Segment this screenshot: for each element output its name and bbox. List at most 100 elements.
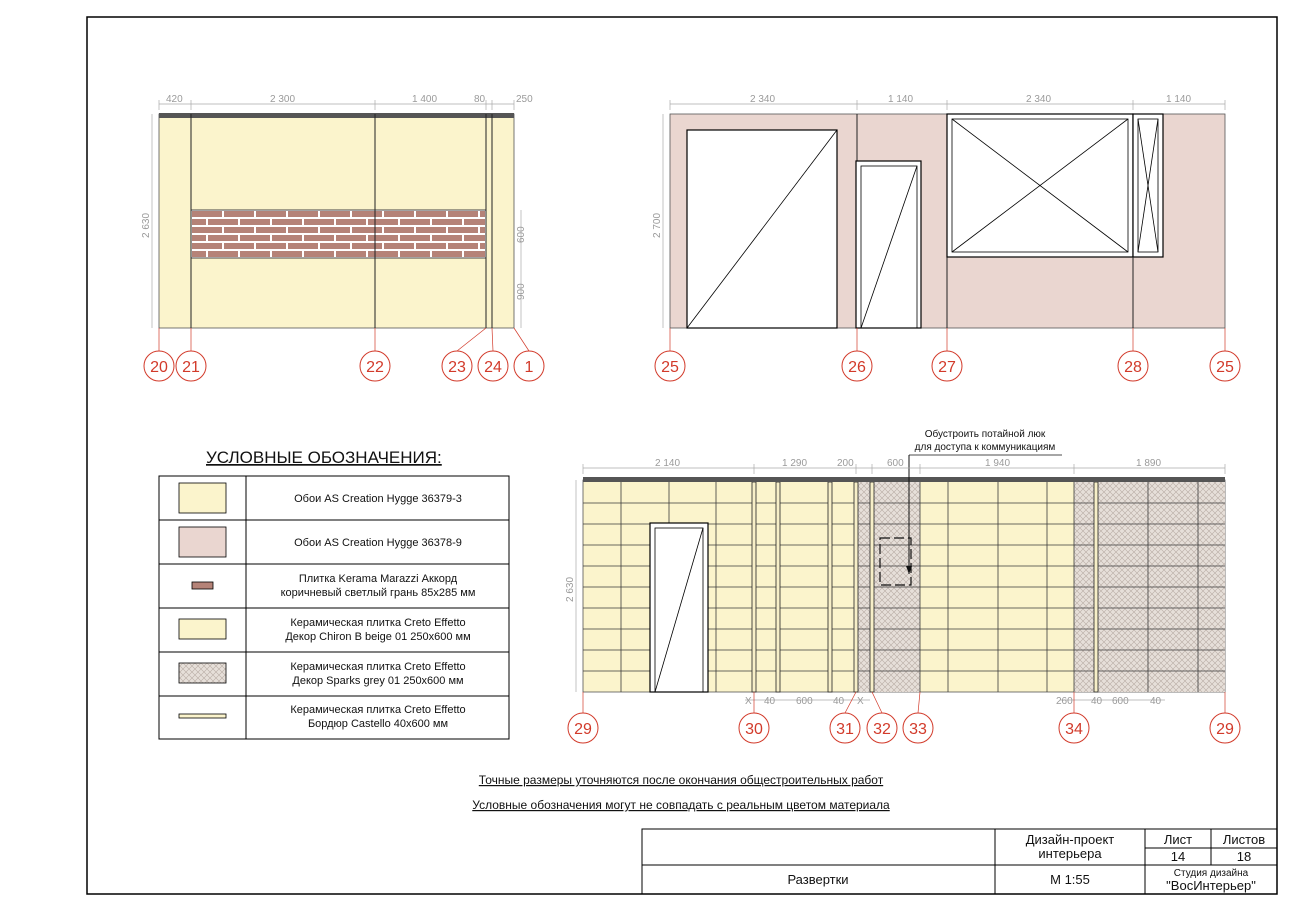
svg-text:22: 22 — [366, 359, 384, 376]
dim-a-5: 250 — [516, 94, 533, 105]
axis-c-33: 33 — [902, 691, 934, 744]
door-c — [649, 522, 709, 693]
svg-text:29: 29 — [1216, 721, 1234, 738]
legend-text-4a: Керамическая плитка Creto Effetto — [290, 617, 465, 629]
tb-sheet-label: Лист — [1164, 832, 1192, 847]
axis-c-31: 31 — [829, 691, 861, 744]
tb-sheet-value: 14 — [1171, 849, 1185, 864]
tb-project-2: интерьера — [1038, 846, 1102, 861]
tb-studio-2: "ВосИнтерьер" — [1166, 878, 1256, 893]
svg-text:25: 25 — [661, 359, 679, 376]
tb-scale: М 1:55 — [1050, 872, 1090, 887]
dim-c-b-7: 40 — [1091, 696, 1103, 707]
dim-c-b-2: 40 — [764, 696, 776, 707]
wall-c-grey-1 — [856, 480, 920, 692]
swatch-border-strip — [178, 713, 227, 719]
axis-c-29-left: 29 — [567, 692, 599, 744]
dim-a-height: 2 630 — [141, 213, 152, 238]
swatch-wallpaper-yellow — [178, 482, 227, 514]
swatch-grey-tile — [178, 662, 227, 684]
dim-c-b-1: X — [745, 696, 752, 707]
axis-a-21: 21 — [175, 328, 207, 382]
axis-a-1: 1 — [513, 327, 545, 382]
svg-text:29: 29 — [574, 721, 592, 738]
dim-c-5: 1 940 — [985, 458, 1010, 469]
dim-b-3: 2 340 — [1026, 94, 1051, 105]
legend-title: УСЛОВНЫЕ ОБОЗНАЧЕНИЯ: — [206, 448, 442, 467]
dim-c-2: 1 290 — [782, 458, 807, 469]
axis-b-28: 28 — [1117, 328, 1149, 382]
tb-project-1: Дизайн-проект — [1026, 832, 1115, 847]
wall-c-grey-2 — [1074, 480, 1225, 692]
svg-text:27: 27 — [938, 359, 956, 376]
svg-text:20: 20 — [150, 359, 168, 376]
legend-text-3a: Плитка Kerama Marazzi Аккорд — [299, 573, 458, 585]
dim-c-4: 600 — [887, 458, 904, 469]
dim-c-b-8: 600 — [1112, 696, 1129, 707]
axis-a-22: 22 — [359, 328, 391, 382]
dim-c-b-3: 600 — [796, 696, 813, 707]
note-1: Точные размеры уточняются после окончани… — [479, 773, 884, 787]
dim-c-b-5: X — [857, 696, 864, 707]
axis-b-25-right: 25 — [1209, 328, 1241, 382]
wall-a-top-band — [159, 113, 514, 118]
legend-text-3b: коричневый светлый грань 85х285 мм — [281, 587, 476, 599]
dim-a-right-1: 600 — [516, 226, 527, 243]
axis-a-24: 24 — [477, 327, 509, 382]
dim-a-4: 80 — [474, 94, 486, 105]
svg-text:30: 30 — [745, 721, 763, 738]
hidden-hatch — [879, 537, 912, 586]
axis-b-26: 26 — [841, 328, 873, 382]
dim-c-3: 200 — [837, 458, 854, 469]
dim-a-2: 2 300 — [270, 94, 295, 105]
tb-sheet-name: Развертки — [787, 872, 848, 887]
svg-text:34: 34 — [1065, 721, 1083, 738]
dim-a-1: 420 — [166, 94, 183, 105]
elevation-b: 2 340 1 140 2 340 1 140 2 700 25 26 27 2… — [652, 94, 1241, 382]
title-block: Дизайн-проект интерьера Лист Листов 14 1… — [641, 828, 1278, 895]
svg-text:28: 28 — [1124, 359, 1142, 376]
svg-text:32: 32 — [873, 721, 891, 738]
svg-text:1: 1 — [525, 359, 534, 376]
dim-c-b-9: 40 — [1150, 696, 1162, 707]
dim-a-3: 1 400 — [412, 94, 437, 105]
svg-text:33: 33 — [909, 721, 927, 738]
dim-a-right-2: 900 — [516, 283, 527, 300]
wall-c-top-band — [583, 477, 1225, 482]
legend-text-6a: Керамическая плитка Creto Effetto — [290, 704, 465, 716]
hatch-note-1: Обустроить потайной люк — [925, 428, 1046, 440]
legend-text-6b: Бордюр Castello 40x600 мм — [308, 718, 448, 730]
tb-sheets-label: Листов — [1223, 832, 1265, 847]
legend-text-2: Обои AS Creation Hygge 36378-9 — [294, 537, 462, 549]
dim-c-1: 2 140 — [655, 458, 680, 469]
tb-studio-1: Студия дизайна — [1174, 868, 1249, 879]
dim-c-6: 1 890 — [1136, 458, 1161, 469]
legend: УСЛОВНЫЕ ОБОЗНАЧЕНИЯ: Обои AS Creation H… — [158, 448, 510, 740]
dim-b-4: 1 140 — [1166, 94, 1191, 105]
axis-b-25-left: 25 — [654, 328, 686, 382]
dim-c-b-6: 260 — [1056, 696, 1073, 707]
brick-band — [191, 209, 486, 259]
dim-b-height: 2 700 — [652, 213, 663, 238]
elevation-a: 420 2 300 1 400 80 250 2 630 600 900 20 … — [141, 94, 545, 382]
dim-b-2: 1 140 — [888, 94, 913, 105]
elevation-c: Обустроить потайной люк для доступа к ко… — [565, 428, 1241, 744]
axis-a-23: 23 — [441, 327, 487, 382]
dim-b-1: 2 340 — [750, 94, 775, 105]
svg-text:31: 31 — [836, 721, 854, 738]
swatch-beige-tile — [178, 618, 227, 640]
svg-text:25: 25 — [1216, 359, 1234, 376]
svg-text:26: 26 — [848, 359, 866, 376]
axis-c-30: 30 — [738, 692, 770, 744]
tb-sheets-value: 18 — [1237, 849, 1251, 864]
svg-text:24: 24 — [484, 359, 502, 376]
legend-text-4b: Декор Chiron B beige 01 250x600 мм — [285, 631, 470, 643]
axis-a-20: 20 — [143, 328, 175, 382]
axis-b-27: 27 — [931, 328, 963, 382]
door-b — [855, 160, 922, 329]
axis-c-34: 34 — [1058, 692, 1090, 744]
svg-text:21: 21 — [182, 359, 200, 376]
swatch-brick — [191, 581, 214, 590]
hatch-note-2: для доступа к коммуникациям — [915, 442, 1056, 453]
